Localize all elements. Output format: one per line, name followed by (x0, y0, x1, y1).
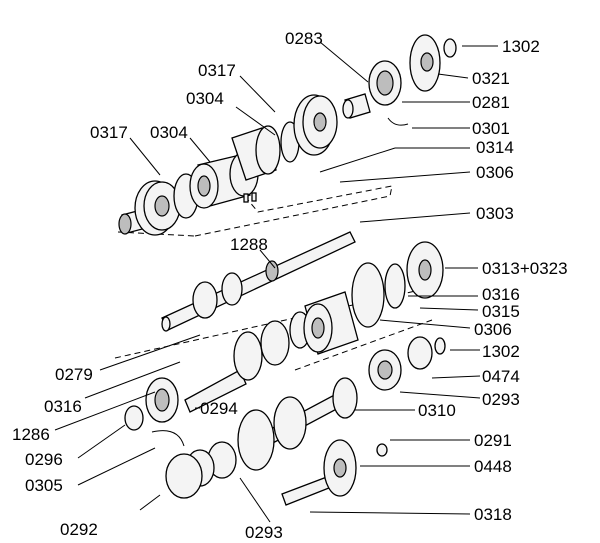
label-0321: 0321 (472, 69, 510, 88)
reverse-idler (281, 439, 388, 506)
label-0301: 0301 (472, 119, 510, 138)
label-0304-top: 0304 (186, 89, 224, 108)
label-0306-top: 0306 (476, 163, 514, 182)
label-0294: 0294 (200, 399, 238, 418)
nut-0296 (124, 405, 144, 431)
label-0296: 0296 (25, 450, 63, 469)
label-0314: 0314 (476, 138, 514, 157)
middle-synchro-assembly (114, 241, 444, 371)
label-1286: 1286 (12, 425, 50, 444)
washer-0291 (376, 443, 388, 457)
label-0317-top: 0317 (198, 61, 236, 80)
bearing-0474 (407, 336, 433, 370)
counter-shaft (165, 336, 446, 499)
gear-0310 (332, 377, 358, 419)
label-0303: 0303 (476, 204, 514, 223)
label-0281: 0281 (472, 93, 510, 112)
gear-cluster-a (237, 409, 275, 471)
part-labels: 1302 0283 0321 0317 0281 0304 0301 0317 … (12, 29, 568, 542)
label-0279: 0279 (55, 365, 93, 384)
label-0306-right: 0306 (474, 320, 512, 339)
label-1288: 1288 (230, 235, 268, 254)
label-0293-right: 0293 (482, 390, 520, 409)
label-0317-left: 0317 (90, 123, 128, 142)
label-0316-right: 0316 (482, 285, 520, 304)
gear-0316-lower (233, 331, 263, 381)
upper-shaft-assembly (117, 34, 457, 237)
sync-sleeve-0316 (351, 262, 385, 328)
label-0448: 0448 (474, 457, 512, 476)
label-0291: 0291 (474, 431, 512, 450)
label-1302-right: 1302 (482, 342, 520, 361)
label-0293-bottom: 0293 (245, 523, 283, 542)
lower-shaft-assembly (124, 320, 290, 447)
label-0304-left: 0304 (150, 123, 188, 142)
leader-lines (54, 41, 498, 523)
label-0310: 0310 (418, 401, 456, 420)
label-0318: 0318 (474, 505, 512, 524)
label-1302-top: 1302 (502, 37, 540, 56)
label-0283: 0283 (285, 29, 323, 48)
label-0292: 0292 (60, 520, 98, 539)
label-0313-0323: 0313+0323 (482, 259, 568, 278)
main-shaft-0303 (161, 231, 356, 332)
label-0305: 0305 (25, 476, 63, 495)
cover-0292 (165, 453, 203, 499)
label-0474: 0474 (482, 367, 520, 386)
label-0315: 0315 (482, 302, 520, 321)
label-0316-left: 0316 (44, 397, 82, 416)
